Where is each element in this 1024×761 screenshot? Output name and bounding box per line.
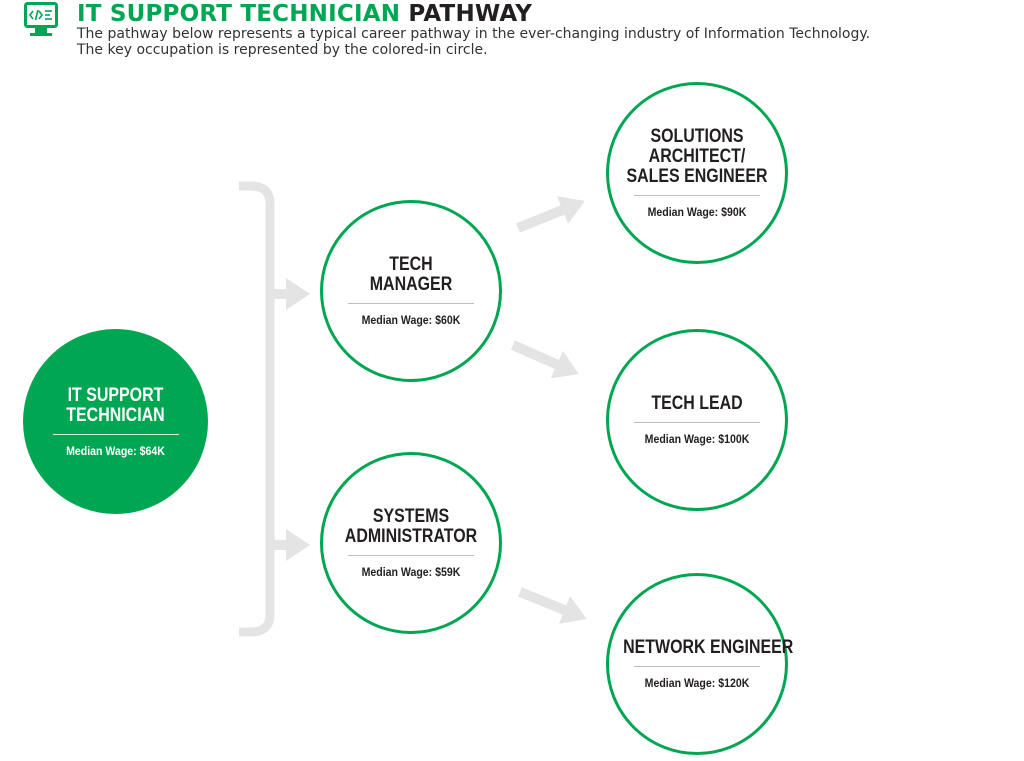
node-wage: Median Wage:$59K <box>361 565 461 579</box>
arrow-to-network-engineer <box>518 587 587 624</box>
node-systems-administrator: SYSTEMS ADMINISTRATOR Median Wage:$59K <box>320 452 502 634</box>
node-divider <box>348 555 474 556</box>
node-divider <box>634 422 760 423</box>
node-title: TECH MANAGER <box>369 254 453 295</box>
node-tech-lead: TECH LEAD Median Wage:$100K <box>606 329 788 511</box>
node-title: SOLUTIONS ARCHITECT/ SALES ENGINEER <box>626 126 768 187</box>
node-solutions-architect: SOLUTIONS ARCHITECT/ SALES ENGINEER Medi… <box>606 82 788 264</box>
node-wage: Median Wage:$120K <box>644 676 750 690</box>
node-wage: Median Wage:$64K <box>66 443 165 458</box>
node-wage: Median Wage:$100K <box>644 432 750 446</box>
node-network-engineer: NETWORK ENGINEER Median Wage:$120K <box>606 573 794 755</box>
arrow-to-solutions-architect <box>516 196 585 233</box>
node-wage: Median Wage:$90K <box>647 205 747 219</box>
page-description: The pathway below represents a typical c… <box>77 26 977 58</box>
computer-code-icon <box>24 2 58 38</box>
node-it-support-technician: IT SUPPORT TECHNICIAN Median Wage:$64K <box>23 329 208 514</box>
description-line: The pathway below represents a typical c… <box>77 26 871 42</box>
arrow-to-systems-administrator <box>268 529 310 561</box>
title-rest: PATHWAY <box>408 1 533 27</box>
description-line: The key occupation is represented by the… <box>77 42 488 58</box>
node-title: NETWORK ENGINEER <box>623 637 794 658</box>
node-wage: Median Wage:$60K <box>361 313 461 327</box>
arrow-to-tech-manager <box>268 278 310 310</box>
node-title: IT SUPPORT TECHNICIAN <box>66 384 165 426</box>
title-accent: IT SUPPORT TECHNICIAN <box>77 1 401 27</box>
node-divider <box>348 303 474 304</box>
node-divider <box>634 195 760 196</box>
node-tech-manager: TECH MANAGER Median Wage:$60K <box>320 200 502 382</box>
node-title: TECH LEAD <box>651 393 743 414</box>
node-title: SYSTEMS ADMINISTRATOR <box>344 506 478 547</box>
page-title: IT SUPPORT TECHNICIAN PATHWAY <box>77 1 532 27</box>
node-divider <box>634 666 760 667</box>
node-divider <box>52 433 179 435</box>
arrow-to-tech-lead <box>510 340 579 379</box>
bracket-connector <box>239 181 275 637</box>
